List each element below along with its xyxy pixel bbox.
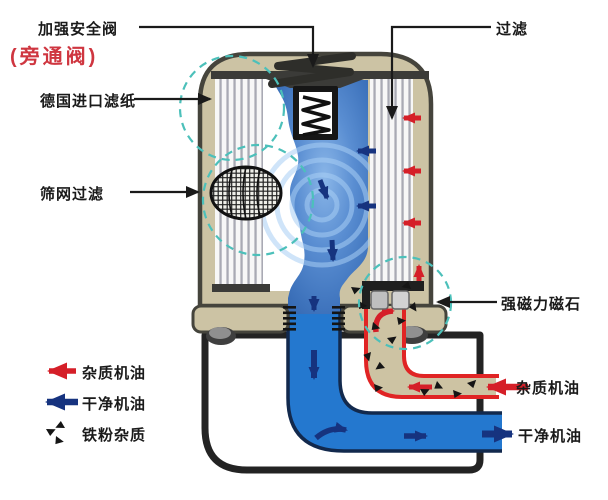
legend-label-iron-particles: 铁粉杂质 bbox=[82, 427, 147, 444]
mesh-screen bbox=[209, 165, 283, 221]
label-dirty-oil-in: 杂质机油 bbox=[516, 380, 581, 397]
magnet-assembly bbox=[351, 281, 424, 325]
highlight-circle-mesh bbox=[201, 143, 315, 257]
label-filter-paper: 德国进口滤纸 bbox=[40, 93, 137, 110]
label-mesh-filter: 筛网过滤 bbox=[40, 186, 105, 203]
highlight-circle-paper bbox=[178, 54, 286, 162]
label-safety-valve: 加强安全阀 bbox=[38, 21, 119, 38]
leader-lines bbox=[130, 25, 497, 308]
clean-oil-pipe bbox=[286, 290, 502, 453]
label-bypass-valve: (旁通阀) bbox=[10, 46, 99, 68]
legend-symbols bbox=[45, 362, 78, 447]
label-clean-oil-out: 干净机油 bbox=[518, 428, 583, 445]
legend-label-clean-oil: 干净机油 bbox=[82, 396, 147, 413]
valve-spring bbox=[301, 95, 331, 137]
oil-flow-arrows bbox=[308, 145, 514, 443]
dirty-oil-pipe bbox=[363, 306, 528, 399]
legend-iron-triangles bbox=[46, 420, 65, 447]
leader-filtration bbox=[386, 25, 491, 120]
label-magnet: 强磁力磁石 bbox=[501, 296, 582, 313]
outlet-threads bbox=[283, 306, 345, 331]
leader-safety-valve bbox=[139, 25, 319, 68]
legend-label-dirty-oil: 杂质机油 bbox=[82, 365, 147, 382]
label-filtration: 过滤 bbox=[496, 21, 529, 38]
